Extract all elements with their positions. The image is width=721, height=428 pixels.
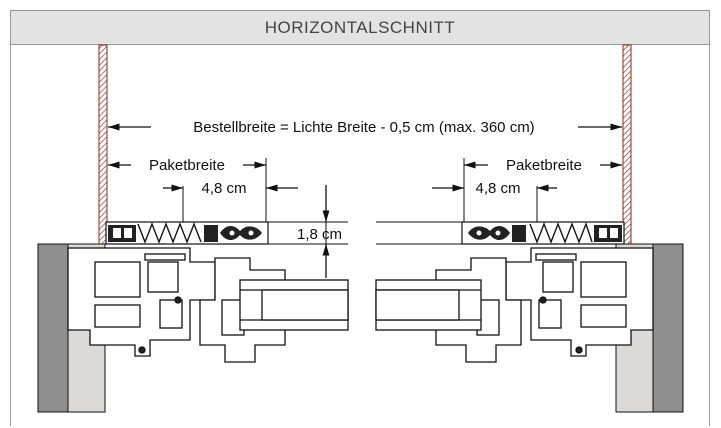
right-rail-hatch <box>622 44 632 245</box>
right-blind-package <box>461 221 625 245</box>
right-window-frame <box>375 247 654 363</box>
order-width-dimension: Bestellbreite = Lichte Breite - 0,5 cm (… <box>108 119 622 136</box>
depth-dimension: 1,8 cm <box>297 185 342 278</box>
offset-right-label: 4,8 cm <box>475 180 520 197</box>
package-width-left-label: Paketbreite <box>149 157 225 174</box>
diagram-frame: HORIZONTALSCHNITT <box>10 10 710 426</box>
depth-label: 1,8 cm <box>297 226 342 243</box>
left-window-frame <box>67 247 349 363</box>
offset-left-label: 4,8 cm <box>201 180 246 197</box>
left-blind-package <box>105 221 269 245</box>
left-rail-hatch <box>98 44 108 245</box>
order-width-label: Bestellbreite = Lichte Breite - 0,5 cm (… <box>193 119 534 136</box>
section-title: HORIZONTALSCHNITT <box>11 11 709 45</box>
package-width-right-dimension: Paketbreite <box>463 157 622 222</box>
package-width-right-label: Paketbreite <box>506 157 582 174</box>
offset-left-dimension: 4,8 cm <box>163 180 298 222</box>
package-width-left-dimension: Paketbreite <box>108 157 267 222</box>
offset-right-dimension: 4,8 cm <box>432 180 557 222</box>
